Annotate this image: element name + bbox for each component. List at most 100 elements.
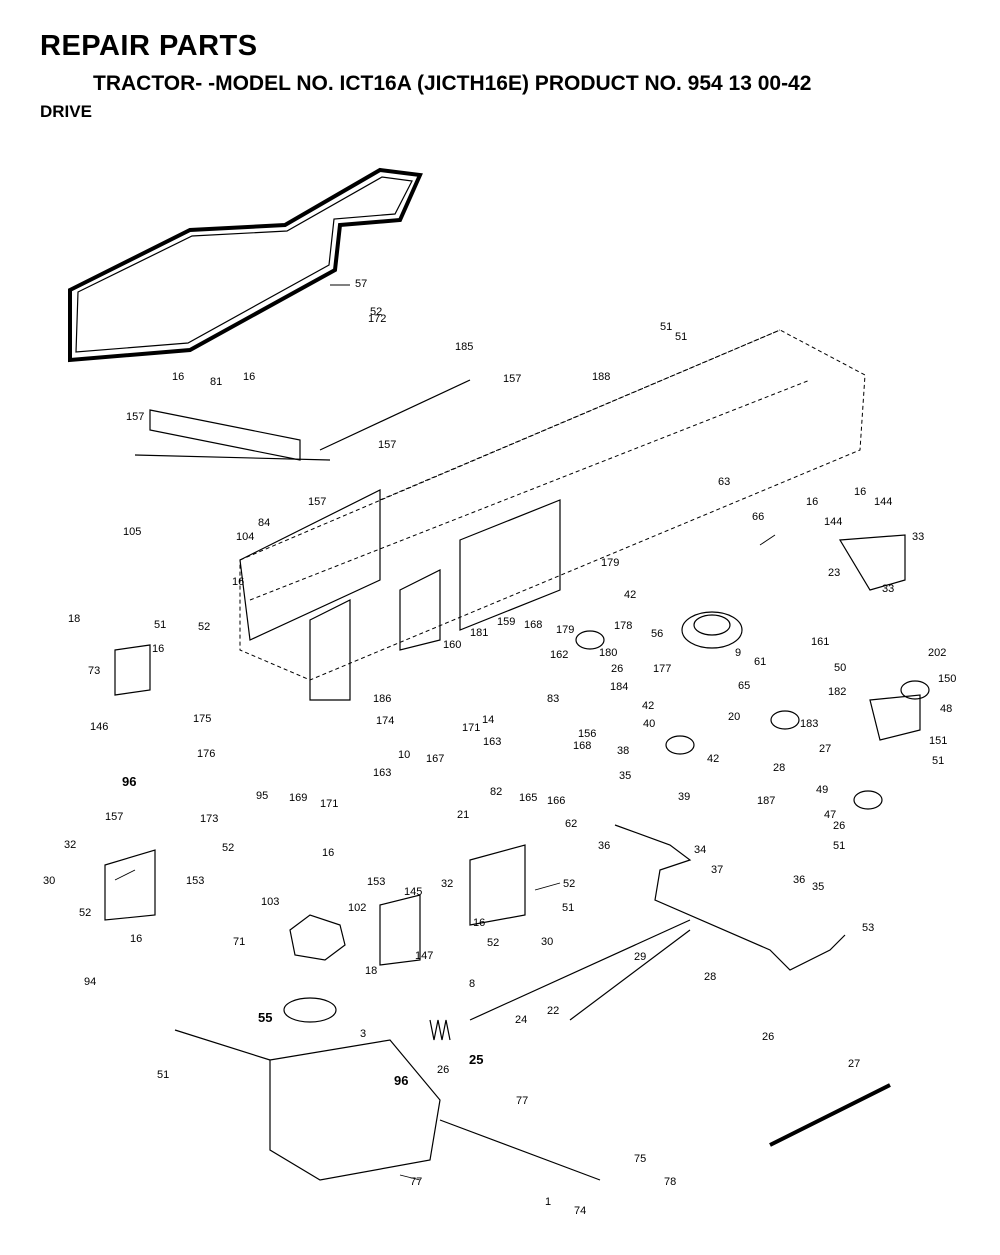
callout-38: 38	[617, 745, 629, 757]
callout-26: 26	[611, 663, 623, 675]
callout-51: 51	[154, 619, 166, 631]
callout-62: 62	[565, 818, 577, 830]
callout-49: 49	[816, 784, 828, 796]
idler-pulley-e	[853, 790, 883, 810]
callout-57: 57	[355, 278, 367, 290]
idler-pulley-b	[770, 710, 800, 730]
callout-181: 181	[470, 627, 488, 639]
callout-61: 61	[754, 656, 766, 668]
callout-74: 74	[574, 1205, 586, 1217]
callout-51: 51	[932, 755, 944, 767]
callout-14: 14	[482, 714, 494, 726]
callout-84: 84	[258, 517, 270, 529]
callout-150: 150	[938, 673, 956, 685]
callout-179: 179	[556, 624, 574, 636]
callout-39: 39	[678, 791, 690, 803]
callout-162: 162	[550, 649, 568, 661]
callout-73: 73	[88, 665, 100, 677]
callout-52: 52	[563, 878, 575, 890]
callout-171: 171	[462, 722, 480, 734]
callout-156: 156	[578, 728, 596, 740]
callout-96: 96	[122, 774, 136, 789]
callout-63: 63	[718, 476, 730, 488]
callout-47: 47	[824, 809, 836, 821]
callout-103: 103	[261, 896, 279, 908]
spring-25	[429, 1019, 451, 1041]
callout-104: 104	[236, 531, 254, 543]
callout-16: 16	[172, 371, 184, 383]
callout-32: 32	[64, 839, 76, 851]
callout-157: 157	[308, 496, 326, 508]
drive-belt	[68, 167, 423, 363]
callout-168: 168	[573, 740, 591, 752]
callout-171: 171	[320, 798, 338, 810]
shift-rod-assembly	[614, 824, 846, 971]
callout-160: 160	[443, 639, 461, 651]
callout-52: 52	[198, 621, 210, 633]
callout-77: 77	[410, 1176, 422, 1188]
callout-42: 42	[642, 700, 654, 712]
callout-71: 71	[233, 936, 245, 948]
callout-52: 52	[79, 907, 91, 919]
idler-pulley-a	[665, 735, 695, 755]
callout-165: 165	[519, 792, 537, 804]
bracket-71	[379, 894, 421, 966]
callout-157: 157	[126, 411, 144, 423]
callout-55: 55	[258, 1010, 272, 1025]
callout-20: 20	[728, 711, 740, 723]
callout-56: 56	[651, 628, 663, 640]
model-subtitle: TRACTOR- -MODEL NO. ICT16A (JICTH16E) PR…	[93, 72, 812, 95]
callout-182: 182	[828, 686, 846, 698]
callout-27: 27	[848, 1058, 860, 1070]
callout-157: 157	[105, 811, 123, 823]
callout-9: 9	[735, 647, 741, 659]
callout-18: 18	[365, 965, 377, 977]
frame-rail-upper	[379, 329, 781, 501]
callout-36: 36	[598, 840, 610, 852]
section-label: DRIVE	[40, 102, 92, 121]
callout-179: 179	[601, 557, 619, 569]
callout-183: 183	[800, 718, 818, 730]
frame-bracket	[309, 599, 351, 701]
callout-157: 157	[503, 373, 521, 385]
callout-51: 51	[833, 840, 845, 852]
callout-28: 28	[773, 762, 785, 774]
callout-163: 163	[483, 736, 501, 748]
callout-157: 157	[378, 439, 396, 451]
callout-151: 151	[929, 735, 947, 747]
clutch-pulley	[681, 611, 743, 649]
callout-3: 3	[360, 1028, 366, 1040]
callout-168: 168	[524, 619, 542, 631]
callout-161: 161	[811, 636, 829, 648]
transaxle-shaft	[174, 1029, 271, 1061]
callout-34: 34	[694, 844, 706, 856]
callout-16: 16	[806, 496, 818, 508]
callout-75: 75	[634, 1153, 646, 1165]
callout-26: 26	[762, 1031, 774, 1043]
rod-28	[469, 919, 691, 1021]
callout-176: 176	[197, 748, 215, 760]
callout-29: 29	[634, 951, 646, 963]
callout-147: 147	[415, 950, 433, 962]
callout-16: 16	[854, 486, 866, 498]
rod-29	[569, 929, 691, 1021]
callout-184: 184	[610, 681, 628, 693]
callout-163: 163	[373, 767, 391, 779]
idler-pulley-c	[575, 630, 605, 650]
page-title: REPAIR PARTS	[40, 30, 258, 62]
callout-82: 82	[490, 786, 502, 798]
bracket-30-left	[104, 849, 156, 921]
callout-95: 95	[256, 790, 268, 802]
callout-159: 159	[497, 616, 515, 628]
clutch-pulley-inner	[693, 614, 731, 636]
callout-24: 24	[515, 1014, 527, 1026]
callout-16: 16	[232, 576, 244, 588]
callout-153: 153	[367, 876, 385, 888]
callout-28: 28	[704, 971, 716, 983]
callout-145: 145	[404, 886, 422, 898]
rear-axle-rod	[319, 379, 471, 451]
callout-22: 22	[547, 1005, 559, 1017]
callout-30: 30	[43, 875, 55, 887]
callout-144: 144	[824, 516, 842, 528]
